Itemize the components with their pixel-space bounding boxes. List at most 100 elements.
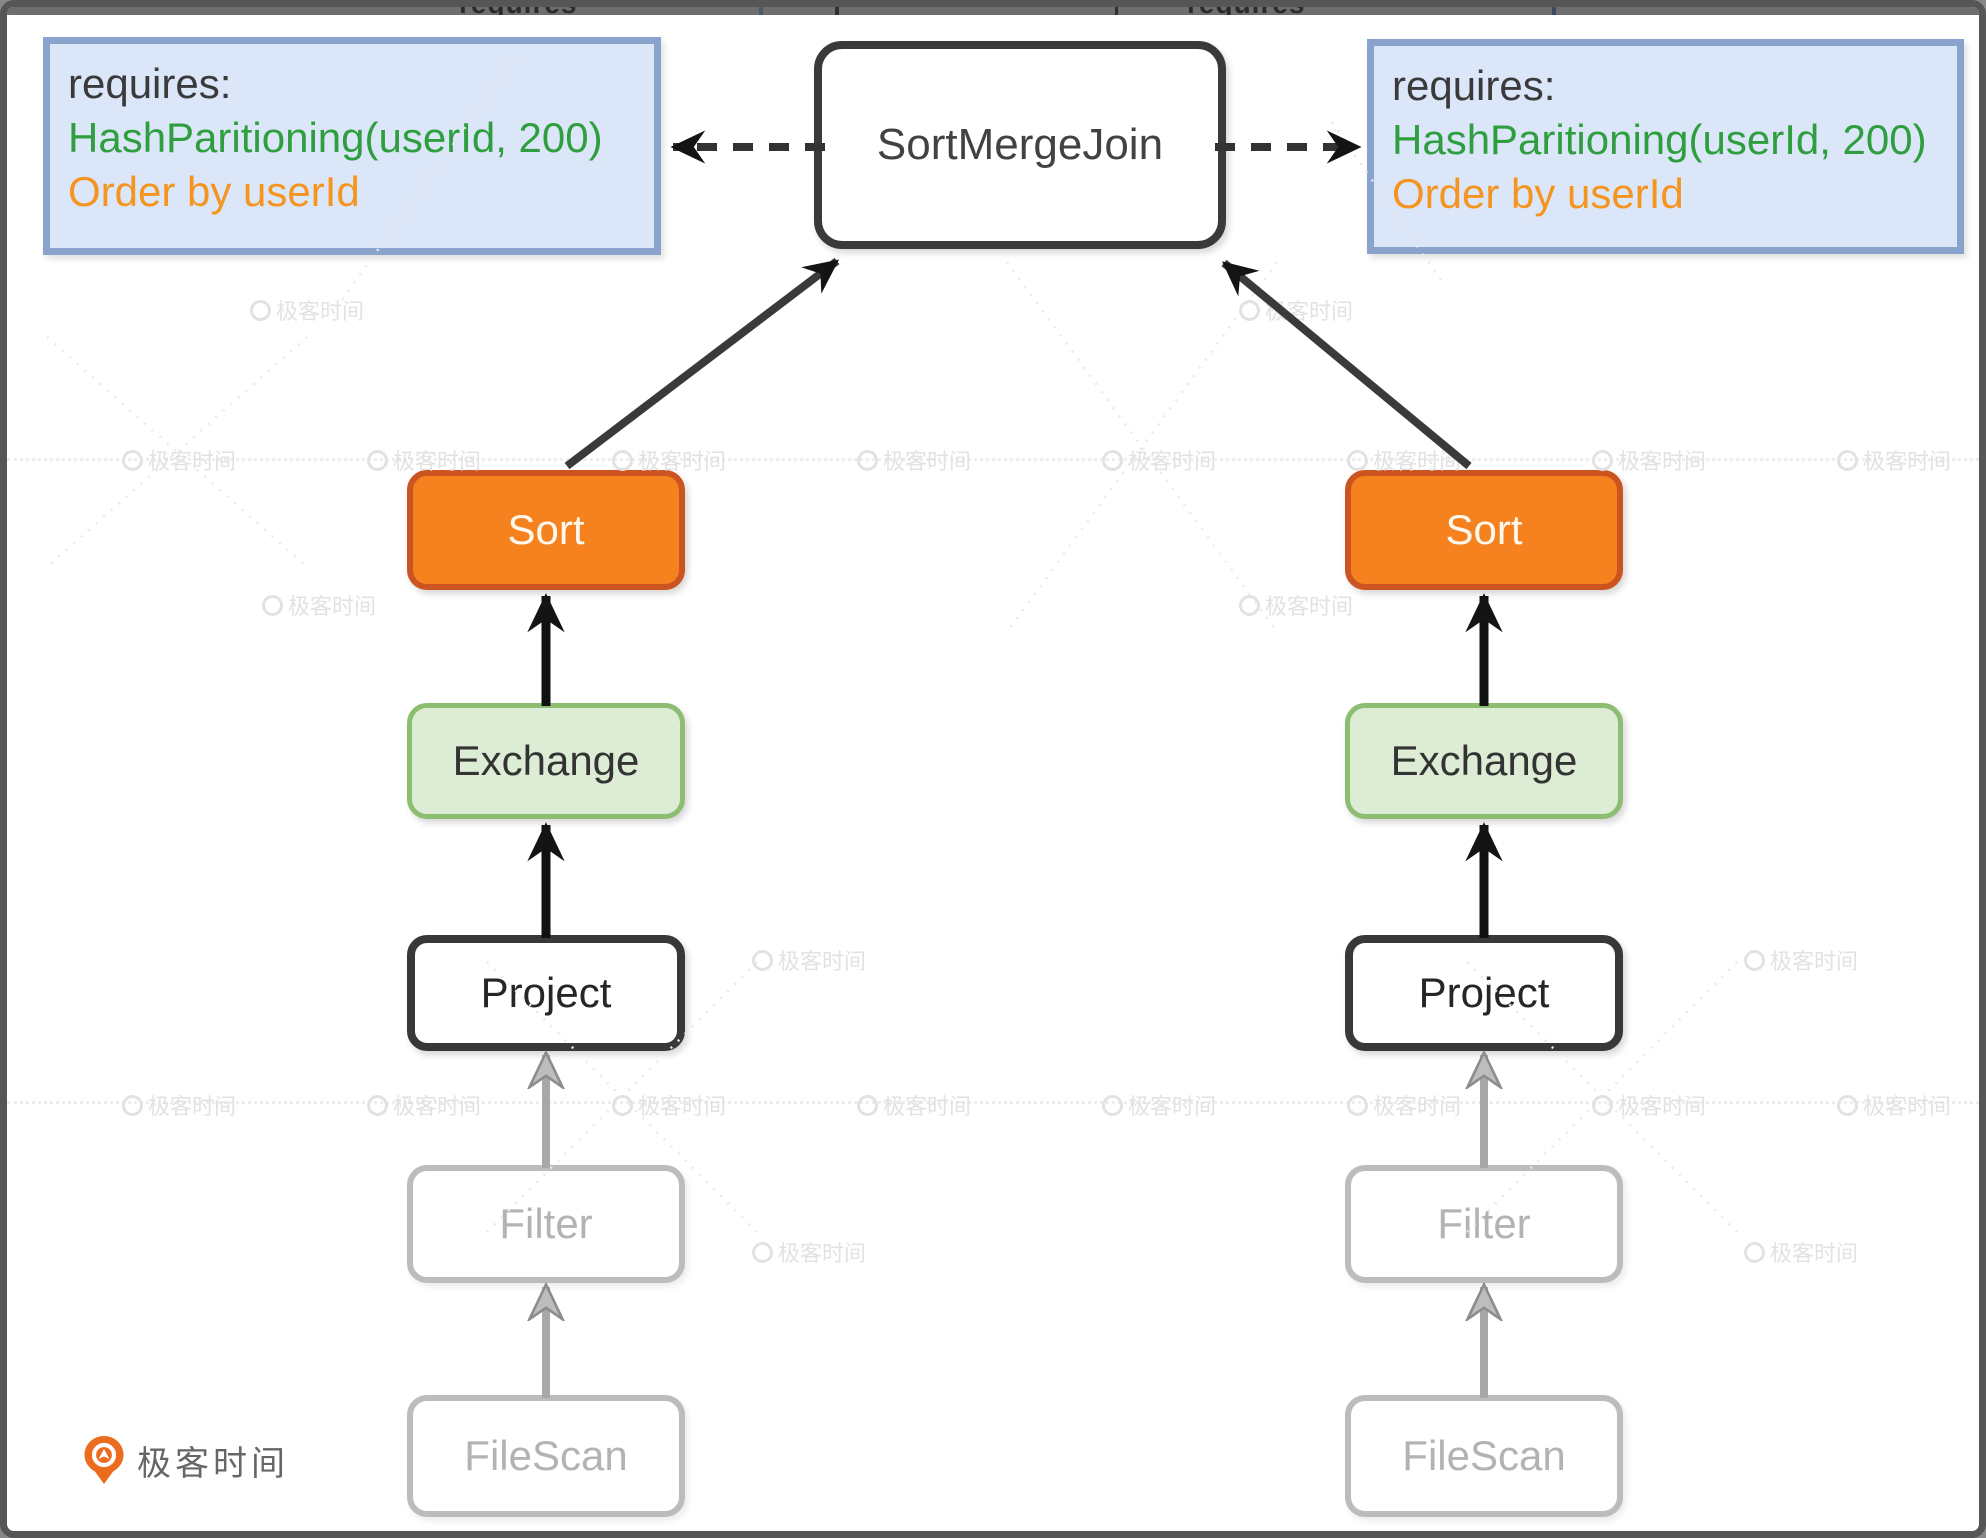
watermark: 极客时间	[752, 1236, 866, 1268]
geektime-watermark-icon	[752, 1241, 773, 1263]
watermark-dotted-line	[7, 1101, 1979, 1104]
watermark-text: 极客时间	[1128, 1094, 1217, 1119]
plan-node-label: Sort	[507, 506, 585, 553]
geektime-watermark-icon	[367, 1094, 388, 1116]
plan-node-label: Exchange	[1390, 737, 1578, 784]
geektime-watermark-icon	[857, 1094, 878, 1116]
watermark: 极客时间	[1102, 1089, 1216, 1121]
plan-node-project-left: Project	[407, 935, 685, 1051]
watermark: 极客时间	[752, 944, 866, 976]
watermark-text: 极客时间	[1618, 1094, 1707, 1119]
watermark-text: 极客时间	[883, 1094, 972, 1119]
watermark: 极客时间	[1837, 1089, 1951, 1121]
requirement-order: Order by userId	[1392, 170, 1684, 217]
plan-node-filter-right: Filter	[1345, 1165, 1623, 1283]
requirement-partition: HashParitioning(userId, 200)	[68, 114, 603, 161]
geektime-logo: 极客时间	[83, 1435, 289, 1485]
watermark: 极客时间	[1744, 944, 1858, 976]
plan-node-project-right: Project	[1345, 935, 1623, 1051]
watermark-text: 极客时间	[778, 1241, 867, 1266]
geektime-watermark-icon	[1592, 449, 1613, 471]
watermark-text: 极客时间	[1373, 1094, 1462, 1119]
geektime-pin-icon	[84, 1436, 124, 1484]
watermark-text: 极客时间	[288, 594, 377, 619]
plan-node-sort-left: Sort	[407, 470, 685, 590]
geektime-watermark-icon	[1744, 949, 1765, 971]
plan-node-label: Filter	[1437, 1200, 1531, 1247]
plan-node-sortmergejoin: SortMergeJoin	[814, 41, 1226, 249]
top-strip-tick	[759, 7, 763, 15]
watermark-text: 极客时间	[1128, 449, 1217, 474]
watermark: 极客时间	[250, 294, 364, 326]
watermark-text: 极客时间	[393, 1094, 482, 1119]
geektime-watermark-icon	[1102, 1094, 1123, 1116]
requirement-order: Order by userId	[68, 168, 360, 215]
watermark: 极客时间	[1592, 1089, 1706, 1121]
plan-node-filescan-right: FileScan	[1345, 1395, 1623, 1517]
plan-node-exchange-left: Exchange	[407, 703, 685, 819]
watermark: 极客时间	[122, 1089, 236, 1121]
watermark-text: 极客时间	[638, 1094, 727, 1119]
geektime-watermark-icon	[612, 449, 633, 471]
geektime-watermark-icon	[1837, 1094, 1858, 1116]
watermark: 极客时间	[612, 1089, 726, 1121]
geektime-watermark-icon	[612, 1094, 633, 1116]
plan-node-label: Sort	[1445, 506, 1523, 553]
watermark-text: 极客时间	[276, 299, 365, 324]
geektime-watermark-icon	[1744, 1241, 1765, 1263]
watermark: 极客时间	[122, 444, 236, 476]
requirement-box-right: requires: HashParitioning(userId, 200) O…	[1367, 39, 1964, 254]
watermark-text: 极客时间	[883, 449, 972, 474]
plan-node-label: FileScan	[1402, 1432, 1566, 1479]
edge-sort-left-to-join	[564, 257, 840, 470]
geektime-watermark-icon	[250, 299, 271, 321]
requirement-box-left: requires: HashParitioning(userId, 200) O…	[43, 37, 661, 255]
watermark: 极客时间	[1239, 294, 1353, 326]
plan-node-label: SortMergeJoin	[876, 120, 1164, 169]
watermark: 极客时间	[262, 589, 376, 621]
plan-node-label: Exchange	[452, 737, 640, 784]
geektime-watermark-icon	[1592, 1094, 1613, 1116]
watermark-text: 极客时间	[148, 449, 237, 474]
requirement-title: requires:	[1392, 62, 1556, 109]
plan-node-filescan-left: FileScan	[407, 1395, 685, 1517]
watermark-text: 极客时间	[1770, 949, 1859, 974]
watermark: 极客时间	[857, 444, 971, 476]
geektime-watermark-icon	[857, 449, 878, 471]
edge-sort-right-to-join	[1221, 259, 1472, 470]
watermark: 极客时间	[857, 1089, 971, 1121]
requirement-title: requires:	[68, 60, 232, 107]
plan-node-label: Filter	[499, 1200, 593, 1247]
watermark: 极客时间	[1744, 1236, 1858, 1268]
plan-node-label: Project	[1418, 969, 1550, 1016]
top-strip-fragment: requires	[1187, 7, 1306, 15]
watermark-dotted-line	[7, 458, 1979, 461]
geektime-watermark-icon	[122, 1094, 143, 1116]
watermark: 极客时间	[1347, 1089, 1461, 1121]
top-strip-tick	[835, 7, 839, 15]
watermark-text: 极客时间	[1863, 1094, 1952, 1119]
geektime-watermark-icon	[122, 449, 143, 471]
geektime-watermark-icon	[367, 449, 388, 471]
watermark-text: 极客时间	[1770, 1241, 1859, 1266]
plan-node-exchange-right: Exchange	[1345, 703, 1623, 819]
geektime-watermark-icon	[752, 949, 773, 971]
plan-node-label: Project	[480, 969, 612, 1016]
watermark-text: 极客时间	[1265, 299, 1354, 324]
watermark-text: 极客时间	[1265, 594, 1354, 619]
watermark-text: 极客时间	[1863, 449, 1952, 474]
watermark-text: 极客时间	[148, 1094, 237, 1119]
geektime-watermark-icon	[1239, 594, 1260, 616]
top-strip-tick	[1552, 7, 1556, 15]
top-strip-tick	[1115, 7, 1118, 15]
plan-node-label: FileScan	[464, 1432, 628, 1479]
watermark: 极客时间	[1102, 444, 1216, 476]
watermark: 极客时间	[1837, 444, 1951, 476]
watermark: 极客时间	[367, 1089, 481, 1121]
geektime-watermark-icon	[1347, 449, 1368, 471]
geektime-watermark-icon	[1239, 299, 1260, 321]
geektime-watermark-icon	[1837, 449, 1858, 471]
plan-node-sort-right: Sort	[1345, 470, 1623, 590]
geektime-watermark-icon	[1347, 1094, 1368, 1116]
top-strip-fragment: requires	[459, 7, 578, 15]
